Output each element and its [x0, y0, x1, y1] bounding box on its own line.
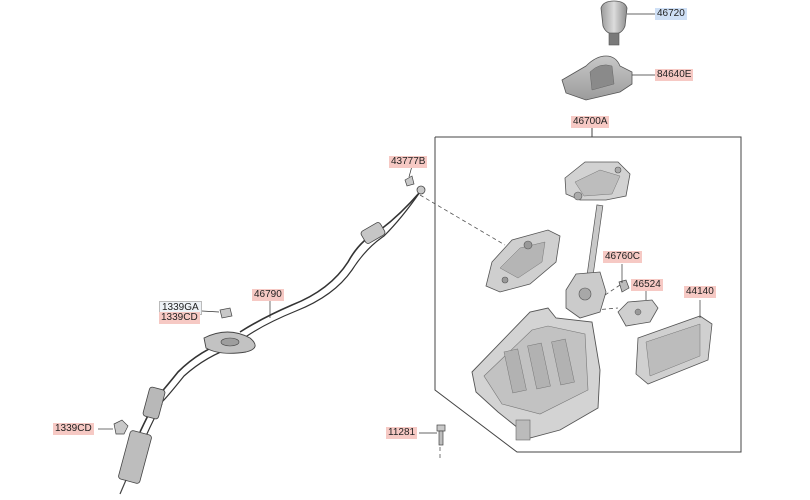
shift-lever-part[interactable]	[565, 204, 607, 319]
assembly-outline	[434, 128, 742, 453]
indicator-module-part[interactable]	[635, 300, 713, 385]
callout-46790[interactable]: 46790	[252, 289, 284, 301]
callout-1339cd-lower[interactable]: 1339CD	[53, 423, 94, 435]
callout-46760c[interactable]: 46760C	[603, 251, 643, 263]
bracket-46524-part[interactable]	[617, 290, 659, 327]
cable-end-lower	[118, 386, 166, 495]
callout-46700a[interactable]: 46700A	[571, 116, 610, 128]
shift-boot-part[interactable]	[561, 55, 655, 101]
lever-housing-upper-part[interactable]	[564, 161, 631, 201]
clip-46760c-part[interactable]	[618, 264, 630, 293]
cable-end-upper	[360, 185, 426, 244]
callout-43777b[interactable]: 43777B	[389, 156, 428, 168]
shift-knob-part[interactable]	[600, 0, 655, 46]
callout-44140[interactable]: 44140	[684, 286, 716, 298]
callout-46524[interactable]: 46524	[631, 279, 663, 291]
callout-11281[interactable]: 11281	[386, 427, 418, 439]
nut-1339cd-lower-part[interactable]	[98, 419, 129, 435]
bolt-11281-part[interactable]	[419, 424, 446, 446]
clip-43777b-part[interactable]	[404, 165, 415, 187]
callout-46720[interactable]: 46720	[655, 8, 687, 20]
lever-bracket-part[interactable]	[485, 229, 561, 293]
shifter-base-part[interactable]	[471, 307, 601, 441]
callout-84640e[interactable]: 84640E	[655, 69, 694, 81]
cable-mount-plate	[203, 331, 256, 354]
callout-1339cd-upper[interactable]: 1339CD	[159, 312, 200, 324]
nut-1339ga-part[interactable]	[201, 307, 233, 319]
